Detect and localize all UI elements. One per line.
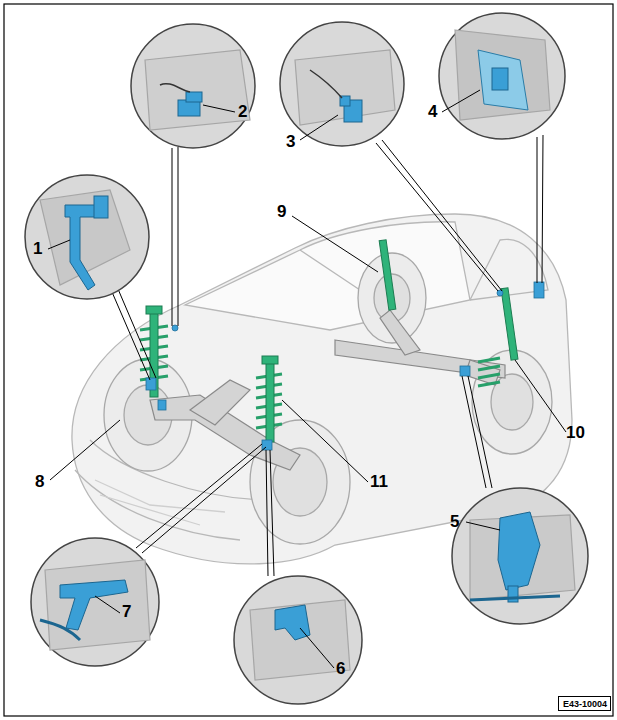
illustration-shape xyxy=(150,310,505,470)
callout-number: 7 xyxy=(122,603,131,621)
illustration-shape xyxy=(146,306,162,314)
illustration-shape xyxy=(478,50,528,110)
illustration-shape xyxy=(262,356,278,364)
illustration-shape xyxy=(140,326,500,428)
illustration-shape xyxy=(282,400,368,482)
illustration-shape xyxy=(455,30,550,120)
illustration-shape xyxy=(380,310,420,355)
illustration-shape xyxy=(186,92,202,102)
illustration-shape xyxy=(60,580,128,630)
callout-number: 5 xyxy=(450,513,459,531)
illustration-shape xyxy=(501,288,518,360)
illustration-shape xyxy=(146,282,544,450)
illustration-shape xyxy=(250,600,350,680)
illustration-shape xyxy=(234,576,362,704)
illustration-shape xyxy=(292,216,378,272)
illustration-shape xyxy=(131,24,255,148)
illustration-shape xyxy=(300,115,338,140)
illustration-shape xyxy=(275,605,310,640)
illustration-shape xyxy=(172,147,178,326)
illustration-shape xyxy=(48,90,566,668)
illustration-shape xyxy=(466,522,500,530)
illustration-shape xyxy=(40,30,575,680)
illustration-shape xyxy=(31,538,159,666)
callout-number: 8 xyxy=(35,473,44,491)
callout-number: 4 xyxy=(428,103,437,121)
illustration-shape xyxy=(534,282,544,298)
illustration-shape xyxy=(4,4,613,716)
illustration-shape xyxy=(492,68,508,90)
illustration-shape xyxy=(470,596,560,600)
illustration-shape xyxy=(310,70,342,98)
illustration-shape xyxy=(25,175,149,299)
illustration-shape xyxy=(172,325,178,331)
illustration-shape xyxy=(112,289,156,380)
illustration-shape xyxy=(462,376,492,488)
figure-code-box: E43-10004 xyxy=(558,696,611,711)
callout-number: 11 xyxy=(370,473,388,491)
illustration-shape xyxy=(146,378,156,390)
illustration-shape xyxy=(146,240,518,442)
illustration-shape xyxy=(266,450,274,576)
illustration-shape xyxy=(160,84,190,92)
illustration-shape xyxy=(379,240,396,310)
illustration-shape xyxy=(25,13,588,704)
callout-number: 3 xyxy=(286,133,295,151)
illustration-shape xyxy=(498,512,540,590)
illustration-shape xyxy=(45,560,150,650)
figure-code: E43-10004 xyxy=(563,699,606,710)
illustration-shape xyxy=(40,50,560,640)
illustration-shape xyxy=(280,22,404,146)
illustration-shape xyxy=(95,596,120,613)
illustration-shape xyxy=(376,140,502,291)
callout-number: 6 xyxy=(336,660,345,678)
illustration-shape xyxy=(460,366,470,376)
callout-number: 9 xyxy=(277,203,286,221)
illustration-shape xyxy=(478,358,500,386)
illustration-shape xyxy=(48,240,70,249)
illustration-shape xyxy=(537,135,543,283)
illustration-shape xyxy=(190,380,250,425)
illustration-shape xyxy=(185,222,470,330)
illustration-shape xyxy=(515,360,566,432)
callout-number: 10 xyxy=(566,424,585,442)
illustration-shape xyxy=(94,196,108,218)
illustration-shape xyxy=(40,620,80,640)
illustration-shape xyxy=(158,400,166,410)
illustration-shape xyxy=(300,628,334,668)
illustration-shape xyxy=(50,420,120,480)
illustration-shape xyxy=(442,90,480,112)
illustration-shape xyxy=(452,488,588,624)
illustration-shape xyxy=(145,50,250,130)
callout-number: 2 xyxy=(238,103,247,121)
illustration-shape xyxy=(439,13,565,139)
illustration-shape xyxy=(266,362,274,442)
callout-number: 1 xyxy=(33,240,42,258)
illustration-shape xyxy=(95,480,225,525)
illustration-shape xyxy=(136,444,266,553)
illustration-shape xyxy=(203,105,235,112)
illustration-shape xyxy=(295,50,395,125)
